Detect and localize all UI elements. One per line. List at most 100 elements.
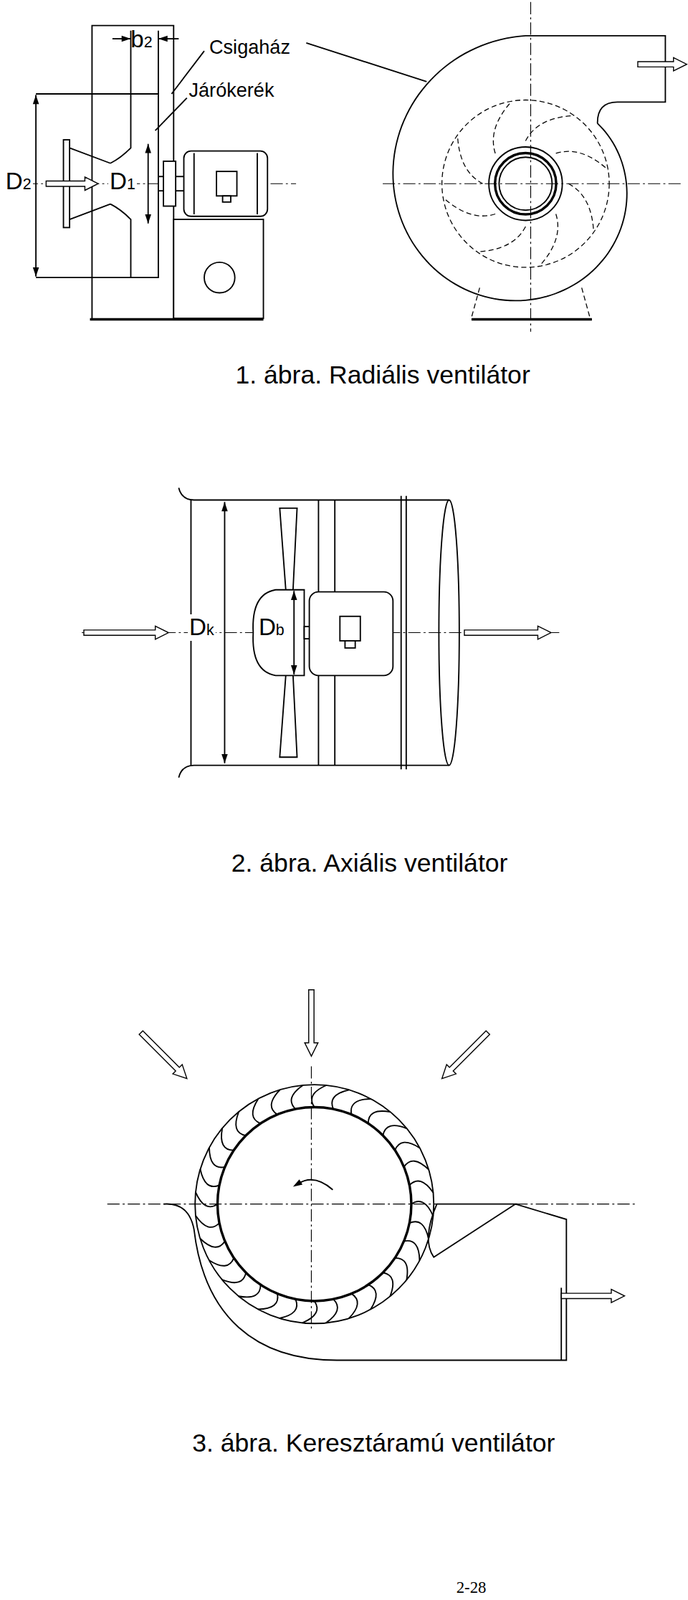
extension-line bbox=[157, 30, 160, 94]
rotor-blade bbox=[258, 1293, 279, 1310]
rotor-blade bbox=[394, 1142, 420, 1151]
fan-blade bbox=[279, 674, 297, 757]
rotor-blade bbox=[404, 1240, 420, 1261]
motor bbox=[184, 151, 269, 217]
rotor-outer bbox=[194, 1084, 434, 1323]
rotor-blade bbox=[199, 1168, 220, 1187]
impeller-blade bbox=[477, 226, 527, 252]
dimension-line bbox=[293, 590, 295, 675]
support-leg bbox=[581, 287, 590, 317]
impeller-blade bbox=[568, 183, 594, 233]
rotor-blade bbox=[331, 1089, 350, 1109]
dimension-label: D1 bbox=[108, 168, 137, 195]
page-number: 2-28 bbox=[456, 1578, 487, 1597]
flow-arrow bbox=[304, 989, 319, 1057]
impeller-blade bbox=[556, 151, 609, 170]
rotor-blade bbox=[279, 1298, 297, 1318]
impeller-blade bbox=[442, 197, 496, 216]
dimension-line bbox=[35, 94, 37, 276]
drawing bbox=[5, 2, 687, 1361]
arrowhead bbox=[158, 35, 168, 43]
arrowhead bbox=[221, 753, 228, 764]
arrowhead bbox=[293, 1178, 303, 1187]
arrowhead bbox=[144, 144, 152, 154]
inlet-ring bbox=[498, 156, 552, 210]
extension-line bbox=[35, 276, 131, 279]
rotor-blade bbox=[382, 1272, 393, 1296]
vortex-tongue bbox=[428, 1204, 516, 1258]
dimension-label: Db bbox=[257, 614, 286, 640]
motor bbox=[309, 591, 394, 676]
rotor-blade bbox=[222, 1272, 246, 1283]
flow-arrow bbox=[442, 1030, 491, 1079]
arrowhead bbox=[32, 94, 40, 104]
motor-stand bbox=[173, 219, 264, 319]
rotor-blade bbox=[368, 1110, 391, 1124]
rotor-blade bbox=[271, 1089, 281, 1115]
base-plate bbox=[90, 318, 264, 321]
rotor-blade bbox=[382, 1125, 407, 1136]
flow-arrow bbox=[139, 1030, 188, 1079]
rotor-blade bbox=[235, 1111, 246, 1136]
rotor-blade bbox=[349, 1293, 358, 1319]
rotor-blade bbox=[195, 1215, 220, 1227]
impeller-outline bbox=[442, 100, 610, 268]
support-leg bbox=[471, 287, 480, 317]
arrowhead bbox=[32, 267, 40, 277]
terminal-box bbox=[222, 195, 231, 203]
motor-fin bbox=[193, 153, 195, 215]
rotor-blade bbox=[195, 1191, 218, 1207]
leader-line bbox=[306, 43, 427, 82]
arrowhead bbox=[121, 35, 132, 43]
rotor-blade bbox=[209, 1257, 235, 1266]
spiral-casing bbox=[392, 35, 666, 301]
rotor-blade bbox=[209, 1147, 226, 1168]
rotor-blade bbox=[252, 1098, 261, 1124]
rotor-blade bbox=[311, 1085, 327, 1107]
flow-arrow bbox=[561, 1289, 625, 1303]
inlet-ring bbox=[495, 153, 557, 215]
figure-caption: 3. ábra. Keresztáramú ventilátor bbox=[192, 1429, 555, 1457]
stand-hole bbox=[204, 262, 236, 294]
dimension-label: b2 bbox=[130, 26, 152, 53]
dimension-line bbox=[147, 144, 150, 224]
rotor-blade bbox=[368, 1284, 377, 1310]
rotor-blade bbox=[394, 1257, 408, 1280]
base-plate bbox=[471, 318, 592, 321]
rotor-blade bbox=[290, 1085, 303, 1109]
rotor-blade bbox=[199, 1238, 226, 1247]
rotor-blade bbox=[409, 1180, 433, 1192]
impeller-blade bbox=[539, 213, 559, 266]
terminal-box bbox=[216, 171, 237, 196]
rotor-blade bbox=[302, 1300, 317, 1323]
flow-arrow bbox=[83, 625, 169, 640]
dimension-line bbox=[224, 501, 226, 763]
spiral-casing-side bbox=[91, 25, 174, 319]
arrowhead bbox=[290, 590, 298, 600]
extension-line bbox=[35, 93, 131, 95]
center-line bbox=[530, 2, 532, 332]
figure-caption: 2. ábra. Axiális ventilátor bbox=[231, 849, 509, 878]
arrowhead bbox=[144, 214, 152, 224]
rotor-blade bbox=[221, 1128, 234, 1151]
center-line bbox=[382, 183, 684, 185]
rotor-blade bbox=[351, 1098, 372, 1115]
rotor-blade bbox=[411, 1201, 433, 1216]
impeller-blade bbox=[457, 134, 483, 184]
figure-caption: 1. ábra. Radiális ventilátor bbox=[235, 361, 530, 390]
fan-blade bbox=[279, 508, 297, 591]
rotation-arrow bbox=[298, 1179, 333, 1190]
terminal-box bbox=[344, 640, 355, 648]
rotor-blade bbox=[326, 1298, 338, 1323]
flow-arrow bbox=[45, 177, 99, 191]
part-label: Járókerék bbox=[189, 79, 275, 102]
dimension-label: D2 bbox=[4, 168, 33, 195]
leader-line bbox=[155, 98, 188, 132]
impeller-blade bbox=[525, 115, 575, 141]
part-label: Csigaház bbox=[209, 36, 291, 59]
rotor-blade bbox=[409, 1221, 429, 1239]
arrowhead bbox=[290, 665, 298, 675]
hub bbox=[252, 589, 304, 676]
